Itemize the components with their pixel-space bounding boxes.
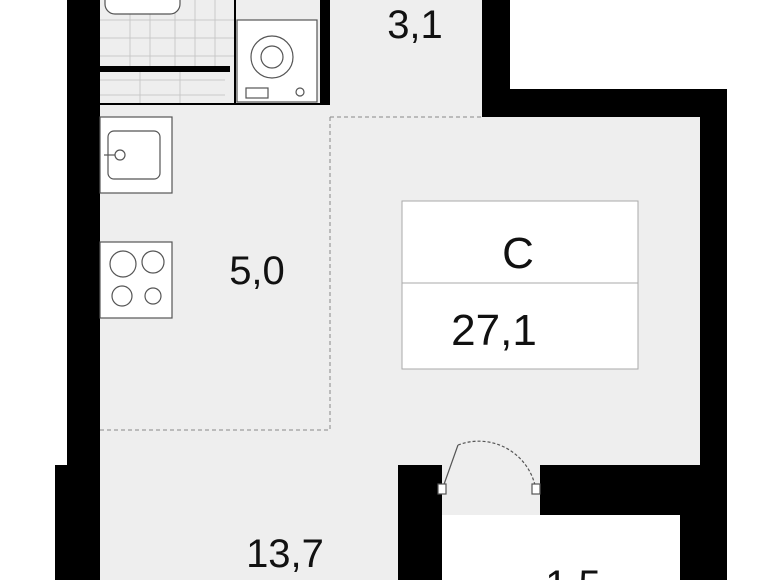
total-area-box: С 27,1 [401, 200, 639, 370]
wall-lower-left-stub [398, 465, 442, 580]
wall-left [67, 0, 100, 470]
kitchen-area: 5,0 [229, 249, 285, 293]
wall-lower-right-stub [540, 465, 700, 515]
door-icon [437, 440, 541, 495]
total-area: 27,1 [451, 306, 537, 355]
wall-right [700, 89, 727, 580]
wall-balcony-right [680, 505, 727, 580]
bathroom-tiles [100, 0, 235, 104]
stove-icon [99, 241, 173, 319]
wall-left-lower [55, 465, 100, 580]
wall-bath-right [320, 0, 330, 104]
balcony-area-label: 1,5 [545, 563, 601, 580]
sink-icon [99, 116, 173, 194]
balcony-area [442, 515, 680, 580]
bathtub-icon [104, 0, 181, 15]
bath-divider [100, 0, 330, 105]
corridor-floor [330, 0, 482, 117]
walls [55, 0, 727, 580]
wall-bath-partition [100, 66, 230, 72]
hall-area: 13,7 [246, 532, 324, 576]
kitchen-zone [100, 116, 482, 431]
wall-top-right [482, 89, 727, 117]
washing-machine-icon [236, 19, 318, 103]
bathroom-area: 3,1 [387, 3, 443, 47]
total-letter: С [502, 229, 534, 278]
